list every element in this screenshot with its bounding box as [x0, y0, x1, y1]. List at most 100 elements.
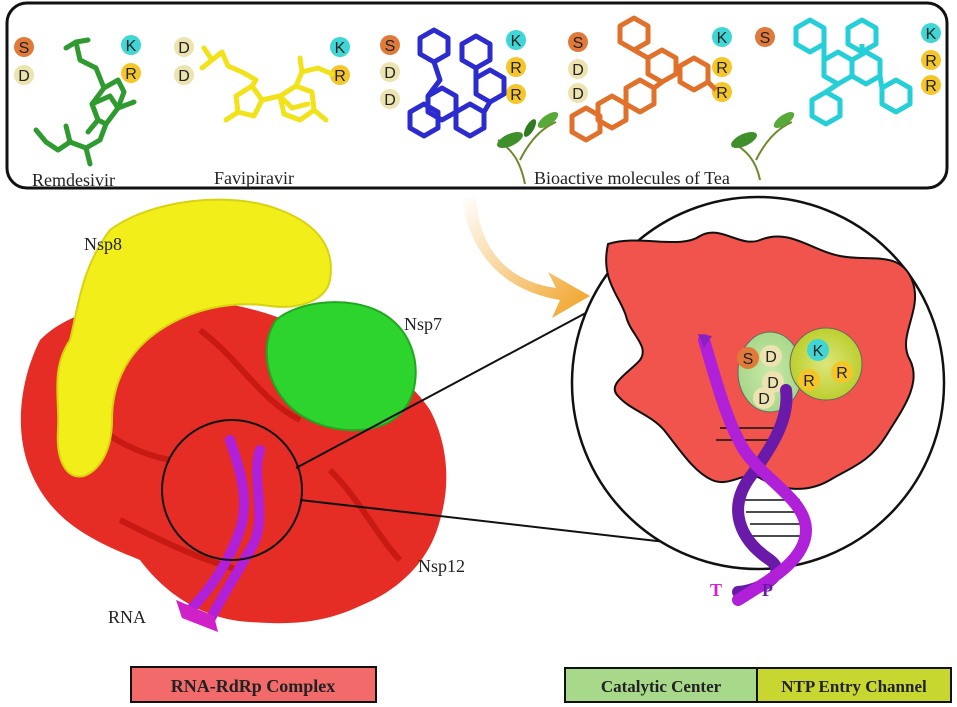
- curved-arrow-icon: [462, 198, 590, 318]
- protein-complex: Nsp8 Nsp7 Nsp12 RNA: [20, 198, 465, 632]
- residue-d-label: D: [572, 86, 584, 103]
- residue-s-circle: [755, 27, 775, 47]
- residue-d-circle: [568, 83, 588, 103]
- tea-label: Bioactive molecules of Tea: [534, 168, 730, 188]
- rna-label: RNA: [108, 607, 146, 627]
- remdesivir-bonds: [33, 37, 137, 167]
- nsp8-surface: [56, 198, 332, 478]
- residue-d-label: D: [178, 40, 190, 57]
- residue-d-circle: [380, 89, 400, 109]
- remdesivir-structure: S D K R Remdesivir: [14, 35, 141, 190]
- residue-k-label: K: [926, 26, 937, 43]
- residue-r-label: R: [925, 53, 937, 70]
- residue-s-label: S: [573, 35, 584, 52]
- residue-r-circle: [506, 57, 526, 77]
- primer-label: P: [762, 580, 773, 600]
- residue-d-label: D: [18, 68, 30, 85]
- favipiravir-label: Favipiravir: [214, 168, 294, 188]
- residue-d-label: D: [178, 68, 190, 85]
- residue-d-label: D: [384, 92, 396, 109]
- residue-r-circle: [921, 75, 941, 95]
- catalytic-legend-label: Catalytic Center: [601, 677, 722, 696]
- residue-s-label: S: [760, 30, 771, 47]
- nsp7-surface: [265, 301, 417, 432]
- residue-r-label: R: [803, 373, 815, 390]
- zoom-region-circle: [161, 419, 303, 561]
- ntp-entry-zone: [789, 327, 863, 401]
- residue-r-label: R: [334, 68, 346, 85]
- residue-d-label: D: [767, 375, 779, 392]
- residue-d-circle: [14, 65, 34, 85]
- residue-k-circle: [506, 30, 526, 50]
- residue-k-circle: [921, 23, 941, 43]
- nsp12-label: Nsp12: [418, 556, 465, 576]
- residue-k-circle: [330, 37, 350, 57]
- residue-r-label: R: [510, 60, 522, 77]
- residue-s-label: S: [19, 40, 30, 57]
- residue-r-label: R: [925, 78, 937, 95]
- residue-k-label: K: [717, 30, 728, 47]
- residue-d-circle: [380, 62, 400, 82]
- residue-s-label: S: [385, 38, 396, 55]
- residue-s-circle: [737, 347, 759, 369]
- tea-leaf-icon: [497, 111, 559, 185]
- residue-r-label: R: [125, 66, 137, 83]
- residue-r-label: R: [510, 87, 522, 104]
- ntp-legend-label: NTP Entry Channel: [781, 677, 927, 696]
- residue-r-circle: [121, 63, 141, 83]
- residue-r-circle: [506, 84, 526, 104]
- residue-r-circle: [921, 50, 941, 70]
- residue-r-label: R: [836, 365, 848, 382]
- residue-d-label: D: [384, 65, 396, 82]
- residue-r-label: R: [716, 85, 728, 102]
- residue-k-label: K: [335, 40, 346, 57]
- site-legend: Catalytic Center NTP Entry Channel: [564, 667, 952, 703]
- zoom-line-top: [295, 299, 611, 469]
- template-strand: [698, 334, 813, 606]
- residue-d-circle: [760, 345, 782, 367]
- residue-s-circle: [568, 32, 588, 52]
- residue-d-circle: [174, 37, 194, 57]
- residue-s-circle: [380, 35, 400, 55]
- residue-r-circle: [831, 361, 853, 383]
- tea-blue-bonds: [407, 27, 507, 139]
- residue-d-circle: [174, 65, 194, 85]
- residue-k-label: K: [813, 343, 824, 360]
- residue-d-circle: [568, 59, 588, 79]
- residue-r-circle: [712, 57, 732, 77]
- template-strand-cap: [698, 334, 712, 348]
- complex-legend: RNA-RdRp Complex: [130, 666, 377, 703]
- ntp-legend-box: [756, 667, 952, 703]
- residue-k-circle: [121, 35, 141, 55]
- residue-d-label: D: [765, 349, 777, 366]
- rna-strand: [185, 435, 265, 625]
- zoom-line-bottom: [299, 499, 719, 549]
- residue-k-circle: [712, 27, 732, 47]
- residue-r-circle: [712, 82, 732, 102]
- residue-d-label: D: [758, 391, 770, 408]
- nsp8-label: Nsp8: [84, 234, 122, 254]
- residue-d-label: D: [572, 62, 584, 79]
- tea-molecule-orange: S D D K R R: [568, 15, 732, 143]
- residue-r-label: R: [716, 60, 728, 77]
- tea-leaf-icon: [731, 111, 795, 181]
- residue-d-circle: [762, 371, 784, 393]
- residue-k-label: K: [511, 33, 522, 50]
- complex-legend-box: [130, 666, 377, 703]
- drug-panel: S D K R Remdesivir D D: [5, 1, 949, 190]
- nsp7-label: Nsp7: [404, 314, 442, 334]
- tea-molecule-cyan: S K R R: [755, 17, 941, 127]
- favipiravir-bonds: [199, 45, 335, 123]
- zoomed-schematic: S D D D K R R T P: [570, 195, 946, 606]
- residue-d-circle: [753, 387, 775, 409]
- rna-tail: [176, 600, 218, 632]
- residue-r-circle: [330, 65, 350, 85]
- template-label: T: [710, 580, 722, 600]
- remdesivir-label: Remdesivir: [32, 170, 115, 190]
- residue-s-label: S: [743, 351, 754, 368]
- residue-r-circle: [798, 369, 820, 391]
- tea-molecule-blue: S D D K R R: [380, 27, 526, 139]
- favipiravir-structure: D D K R Favipiravir: [174, 37, 350, 188]
- catalytic-legend-box: [564, 667, 758, 703]
